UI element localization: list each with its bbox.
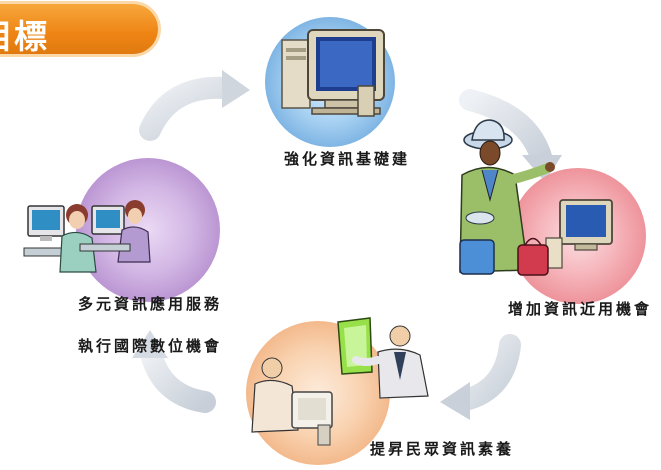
arrow-top-left-icon [139,70,250,141]
label-diverse-services: 多元資訊應用服務 [78,295,223,313]
circle-left [76,158,220,302]
arrow-bottom-left-icon [132,330,216,413]
label-increase-access: 增加資訊近用機會 [508,300,653,318]
label-strengthen-infrastructure: 強化資訊基礎建 [284,150,411,168]
computer-users-icon [23,200,151,273]
title-tab: 目標 [0,4,158,56]
traveler-with-computer-icon [459,119,613,276]
label-improve-literacy: 提昇民眾資訊素養 [370,440,515,458]
label-international-opportunity: 執行國際數位機會 [78,337,223,355]
computer-monitor-icon [281,29,385,117]
arrow-bottom-right-icon [440,334,521,420]
page-title: 目標 [0,17,48,56]
people-with-screen-icon [251,317,429,446]
